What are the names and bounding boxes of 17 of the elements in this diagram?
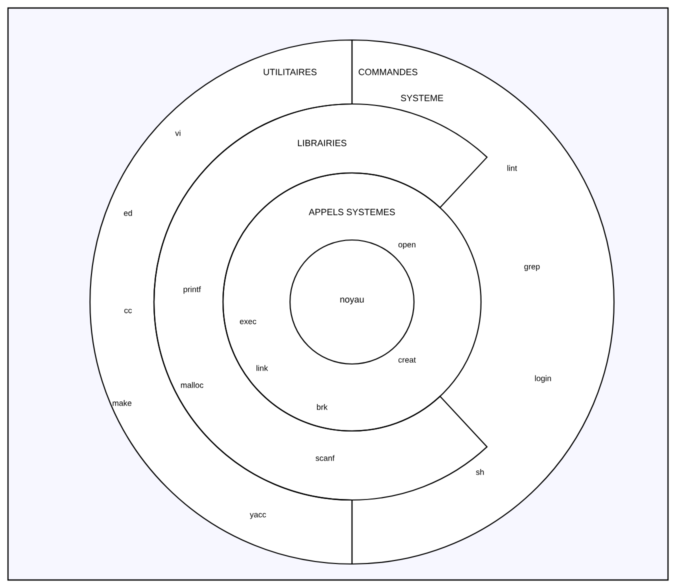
command-name: malloc bbox=[180, 382, 204, 388]
command-name: printf bbox=[184, 286, 201, 294]
command-name: brk bbox=[316, 404, 328, 410]
command-name: vi bbox=[175, 130, 180, 136]
command-name: creat bbox=[398, 357, 416, 363]
command-name: exec bbox=[240, 320, 256, 324]
command-name: ed bbox=[124, 210, 132, 216]
command-name: link bbox=[256, 365, 268, 371]
command-name: sh bbox=[476, 469, 484, 475]
command-name: grep bbox=[524, 265, 540, 271]
command-name: yacc bbox=[250, 513, 266, 519]
command-name: scanf bbox=[316, 455, 335, 461]
command-name: cc bbox=[124, 308, 132, 314]
command-name: open bbox=[398, 243, 416, 249]
command-name: login bbox=[535, 375, 551, 383]
command-name: make bbox=[112, 400, 132, 406]
command-name: lint bbox=[507, 165, 518, 171]
